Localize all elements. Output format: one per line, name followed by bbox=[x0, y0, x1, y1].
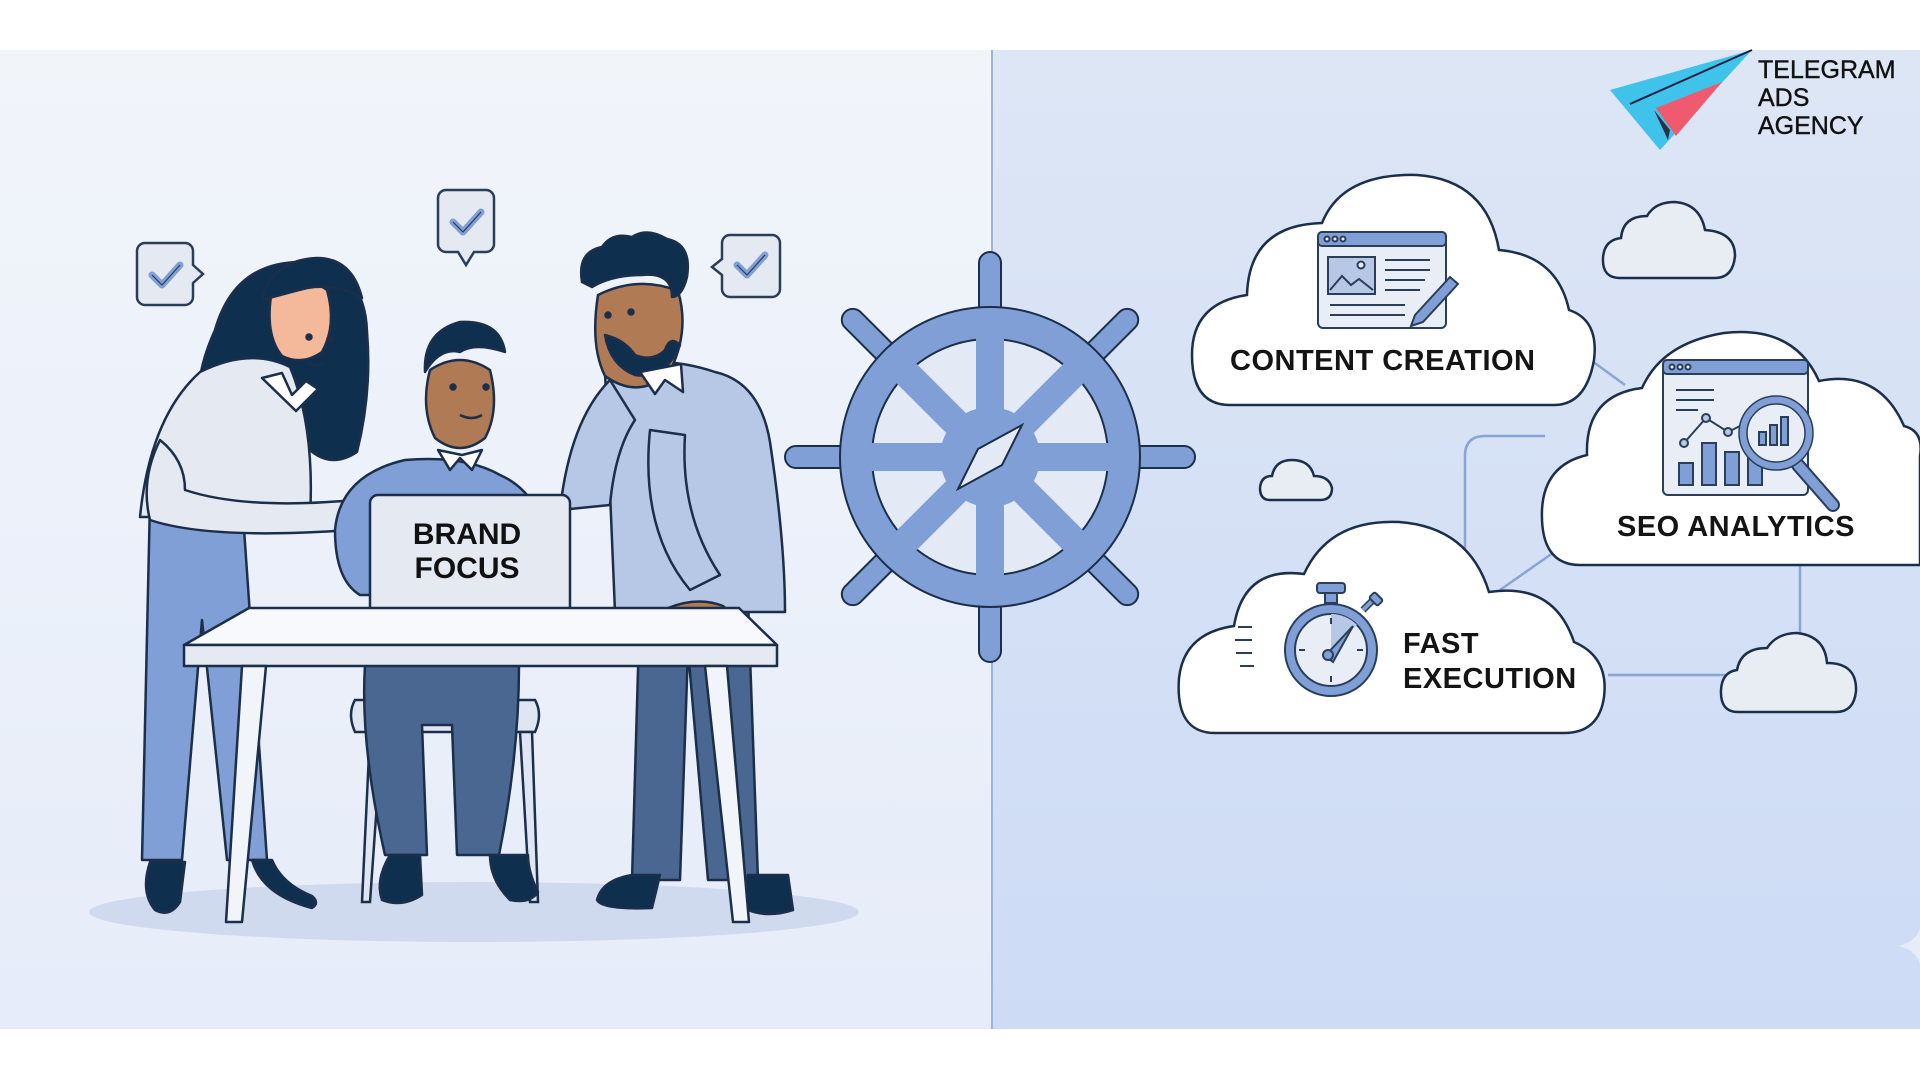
brand-line-2: ADS bbox=[1758, 84, 1810, 112]
check-bubble-middle bbox=[436, 188, 496, 268]
check-bubble-right bbox=[709, 233, 782, 299]
check-bubble-left bbox=[135, 241, 205, 307]
laptop-label-line-1: BRAND bbox=[412, 518, 522, 551]
compass-needle-icon bbox=[955, 422, 1025, 492]
small-cloud-icon bbox=[1601, 200, 1737, 280]
bearded-man-figure bbox=[558, 231, 795, 916]
desk bbox=[182, 606, 779, 924]
cloud-fast-execution bbox=[1177, 520, 1606, 735]
cloud-seo-analytics bbox=[1540, 330, 1920, 567]
cloud-content-creation bbox=[1190, 173, 1596, 407]
small-cloud-icon bbox=[1258, 458, 1334, 502]
brand-line-1: TELEGRAM bbox=[1758, 56, 1896, 84]
browser-chart-magnifier-icon bbox=[1662, 359, 1840, 512]
sparkle-icon bbox=[1898, 928, 1920, 964]
brand-line-3: AGENCY bbox=[1758, 112, 1864, 140]
fast-execution-label: FAST EXECUTION bbox=[1403, 627, 1577, 697]
connector-lines bbox=[1463, 343, 1802, 677]
brand-logo-text: TELEGRAM ADS AGENCY bbox=[1758, 56, 1896, 140]
laptop-screen-label: BRAND FOCUS bbox=[372, 518, 562, 586]
browser-image-pencil-icon bbox=[1317, 231, 1460, 329]
fast-execution-line-1: FAST bbox=[1403, 628, 1480, 660]
paper-plane-logo-icon bbox=[1610, 49, 1753, 150]
seo-analytics-label: SEO ANALYTICS bbox=[1617, 511, 1856, 543]
laptop-label-line-2: FOCUS bbox=[414, 552, 520, 585]
stopwatch-icon bbox=[1235, 582, 1384, 697]
small-cloud-icon bbox=[1719, 631, 1858, 714]
content-creation-label: CONTENT CREATION bbox=[1230, 345, 1536, 377]
fast-execution-line-2: EXECUTION bbox=[1403, 663, 1577, 695]
small-clouds bbox=[1258, 200, 1858, 714]
ship-wheel-icon bbox=[784, 251, 1196, 663]
